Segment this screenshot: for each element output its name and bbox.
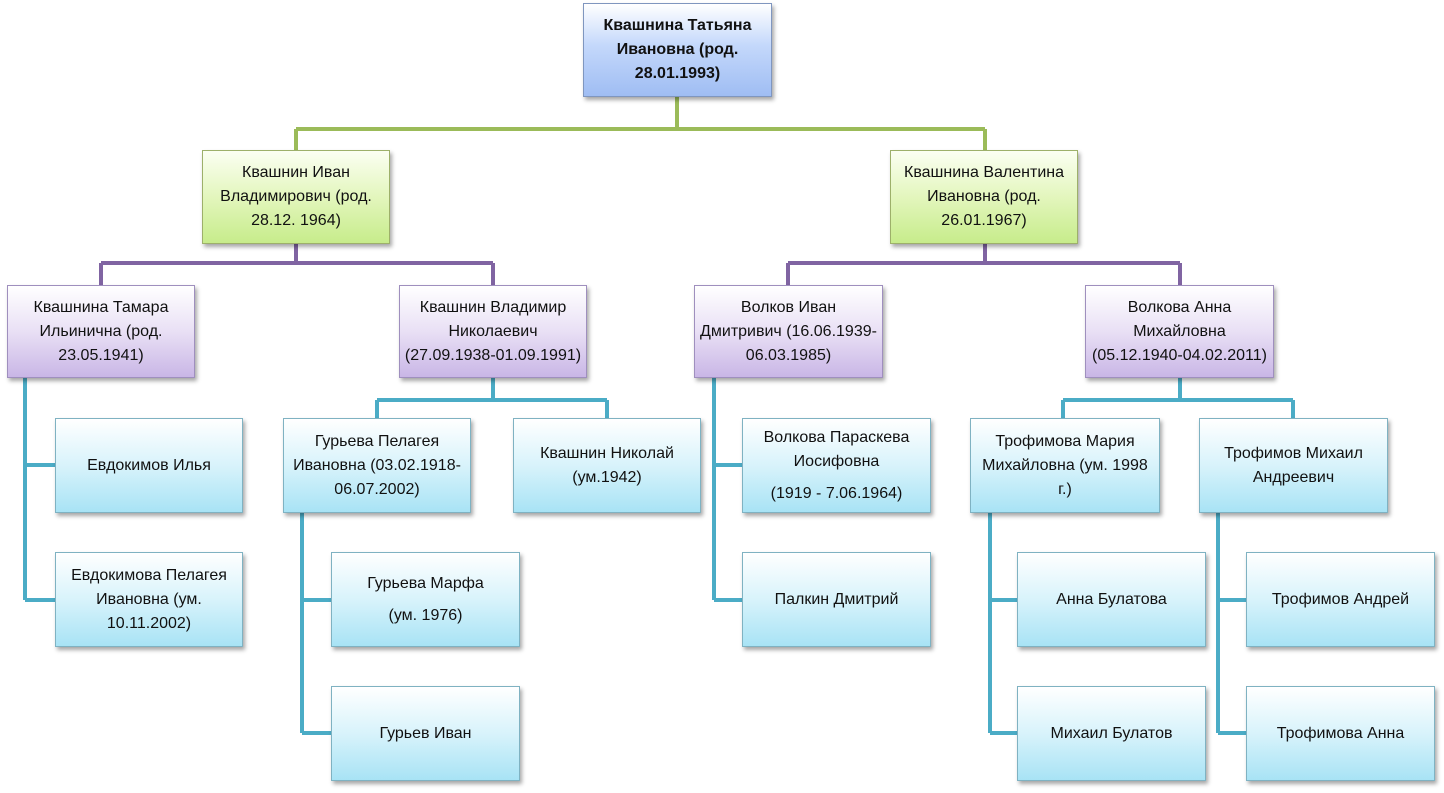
node-maternal-grandmother[interactable]: Волкова Анна Михайловна (05.12.1940-04.0… — [1085, 285, 1274, 378]
node-volkova-paraskeva[interactable]: Волкова Параскева Иосифовна (1919 - 7.06… — [742, 418, 931, 513]
node-father[interactable]: Квашнин Иван Владимирович (род. 28.12. 1… — [202, 150, 390, 244]
node-mother[interactable]: Квашнина Валентина Ивановна (род. 26.01.… — [890, 150, 1078, 244]
node-paternal-grandmother-label: Квашнина Тамара Ильинична (род. 23.05.19… — [33, 298, 169, 364]
node-root[interactable]: Квашнина Татьяна Ивановна (род. 28.01.19… — [583, 3, 772, 97]
node-volkova-paraskeva-label: Волкова Параскева Иосифовна — [763, 428, 910, 470]
node-trofimov-andrey-label: Трофимов Андрей — [1271, 590, 1410, 608]
node-mikhail-bulatov[interactable]: Михаил Булатов — [1017, 686, 1206, 781]
node-mother-label: Квашнина Валентина Ивановна (род. 26.01.… — [904, 164, 1064, 229]
node-palkin-dmitriy-label: Палкин Дмитрий — [774, 590, 899, 608]
node-father-label: Квашнин Иван Владимирович (род. 28.12. 1… — [220, 164, 372, 229]
node-evdokimova-pelageya[interactable]: Евдокимова Пелагея Ивановна (ум. 10.11.2… — [55, 552, 243, 647]
node-trofimov-mikhail[interactable]: Трофимов Михаил Андреевич — [1199, 418, 1388, 513]
node-volkova-paraskeva-dates: (1919 - 7.06.1964) — [770, 484, 903, 502]
node-palkin-dmitriy[interactable]: Палкин Дмитрий — [742, 552, 931, 647]
node-trofimova-maria[interactable]: Трофимова Мария Михайловна (ум. 1998 г.) — [970, 418, 1160, 513]
node-maternal-grandmother-label: Волкова Анна Михайловна (05.12.1940-04.0… — [1092, 298, 1267, 364]
node-anna-bulatova[interactable]: Анна Булатова — [1017, 552, 1206, 647]
node-kvashnin-nikolay[interactable]: Квашнин Николай (ум.1942) — [513, 418, 701, 513]
node-paternal-grandfather-label: Квашнин Владимир Николаевич (27.09.1938-… — [404, 298, 582, 364]
node-guryev-ivan-label: Гурьев Иван — [379, 724, 472, 742]
node-trofimova-maria-label: Трофимова Мария Михайловна (ум. 1998 г.) — [982, 432, 1148, 498]
node-trofimova-anna[interactable]: Трофимова Анна — [1246, 686, 1435, 781]
node-guryev-ivan[interactable]: Гурьев Иван — [331, 686, 520, 781]
node-trofimova-anna-label: Трофимова Анна — [1276, 724, 1405, 742]
root-connectors — [294, 97, 987, 150]
node-guryeva-pelageya-label: Гурьева Пелагея Ивановна (03.02.1918-06.… — [293, 432, 461, 498]
node-mikhail-bulatov-label: Михаил Булатов — [1050, 724, 1173, 742]
node-root-label: Квашнина Татьяна Ивановна (род. 28.01.19… — [603, 17, 752, 82]
node-trofimov-mikhail-label: Трофимов Михаил Андреевич — [1224, 444, 1363, 486]
node-guryeva-marfa-label: Гурьева Марфа — [367, 574, 484, 592]
node-maternal-grandfather-label: Волков Иван Дмитривич (16.06.1939-06.03.… — [700, 298, 877, 364]
node-paternal-grandfather[interactable]: Квашнин Владимир Николаевич (27.09.1938-… — [399, 285, 587, 378]
node-evdokimov-ilya[interactable]: Евдокимов Илья — [55, 418, 243, 513]
node-maternal-grandfather[interactable]: Волков Иван Дмитривич (16.06.1939-06.03.… — [694, 285, 883, 378]
node-guryeva-marfa[interactable]: Гурьева Марфа (ум. 1976) — [331, 552, 520, 647]
node-guryeva-pelageya[interactable]: Гурьева Пелагея Ивановна (03.02.1918-06.… — [283, 418, 471, 513]
node-paternal-grandmother[interactable]: Квашнина Тамара Ильинична (род. 23.05.19… — [7, 285, 195, 378]
node-evdokimova-pelageya-label: Евдокимова Пелагея Ивановна (ум. 10.11.2… — [71, 566, 227, 632]
node-anna-bulatova-label: Анна Булатова — [1056, 590, 1167, 608]
node-guryeva-marfa-dates: (ум. 1976) — [388, 606, 463, 624]
node-kvashnin-nikolay-label: Квашнин Николай (ум.1942) — [540, 444, 674, 486]
node-evdokimov-ilya-label: Евдокимов Илья — [87, 456, 211, 474]
parent-connectors — [99, 244, 1182, 285]
grand-connectors — [23, 378, 1295, 735]
node-trofimov-andrey[interactable]: Трофимов Андрей — [1246, 552, 1435, 647]
